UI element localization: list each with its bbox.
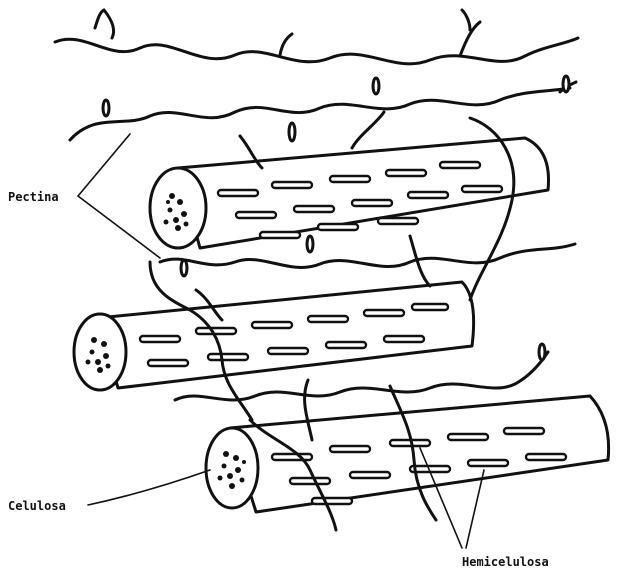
pectin-chain-3 [160,244,575,267]
cellulose-fiber-1 [150,138,549,248]
label-pectina-group: Pectina [8,134,160,258]
label-celulosa: Celulosa [8,499,66,513]
cellulose-fiber-2 [74,282,474,390]
cellulose-fiber-3 [206,396,609,512]
hemicellulose-strand-6 [352,112,384,148]
label-hemicelulosa: Hemicelulosa [462,555,549,569]
label-celulosa-group: Celulosa [8,470,210,513]
pectin-chain-top [55,38,578,64]
label-pectina: Pectina [8,190,59,204]
